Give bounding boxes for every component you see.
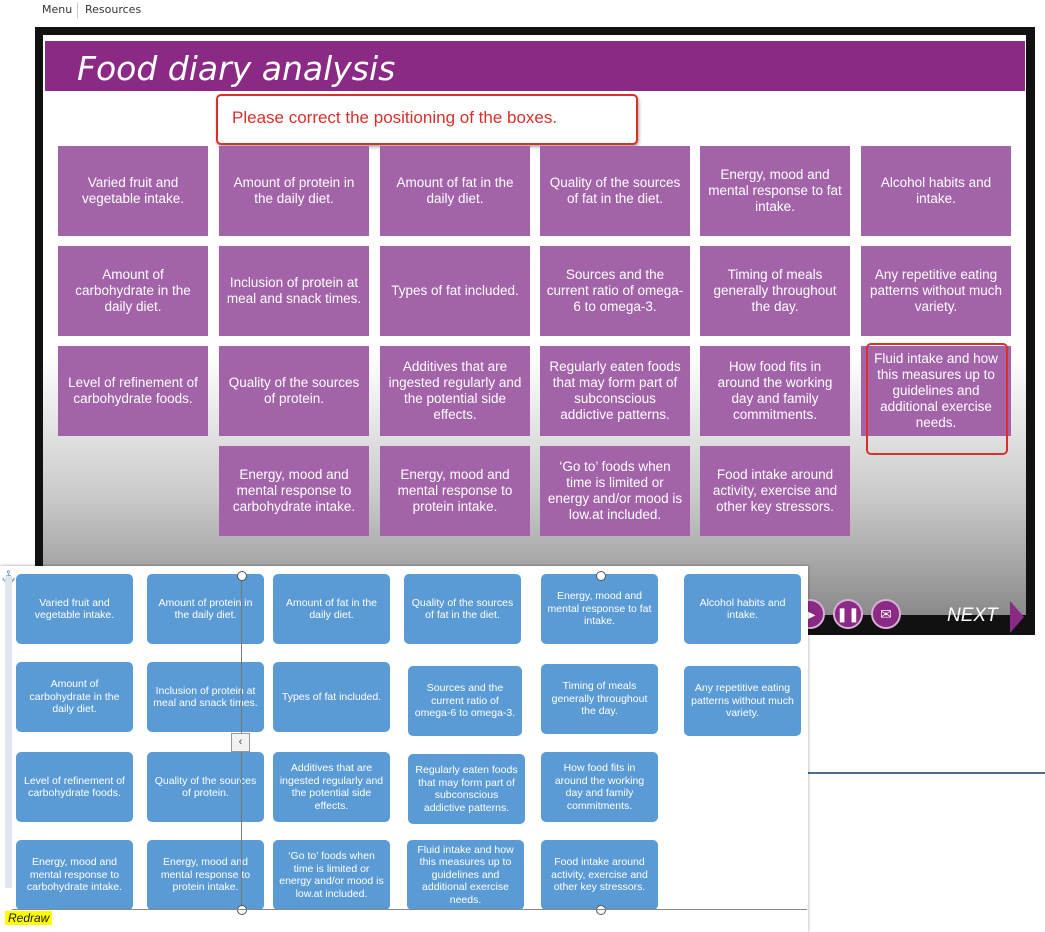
editor-shape-box[interactable]: Amount of carbohydrate in the daily diet… xyxy=(16,662,133,732)
editor-shape-box[interactable]: Level of refinement of carbohydrate food… xyxy=(16,752,133,822)
next-arrow-icon[interactable] xyxy=(1010,601,1024,633)
slide-drag-box[interactable]: ‘Go to’ foods when time is limited or en… xyxy=(540,446,690,536)
editor-shape-box[interactable]: Sources and the current ratio of omega-6… xyxy=(408,666,522,736)
slide-drag-box[interactable]: Any repetitive eating patterns without m… xyxy=(861,246,1011,336)
editor-shape-box[interactable]: ‘Go to’ foods when time is limited or en… xyxy=(273,840,390,910)
speech-bubble-icon[interactable]: ✉ xyxy=(871,599,901,629)
slide-canvas: Food diary analysis Please correct the p… xyxy=(43,35,1026,615)
editor-shape-box[interactable]: Timing of meals generally throughout the… xyxy=(541,664,658,734)
editor-shape-box[interactable]: Regularly eaten foods that may form part… xyxy=(408,754,525,824)
editor-shape-box[interactable]: Food intake around activity, exercise an… xyxy=(541,840,658,910)
editor-shape-box[interactable]: Additives that are ingested regularly an… xyxy=(273,752,390,822)
editor-shape-box[interactable]: Varied fruit and vegetable intake. xyxy=(16,574,133,644)
slide-drag-box[interactable]: How food fits in around the working day … xyxy=(700,346,850,436)
slide-player: Food diary analysis Please correct the p… xyxy=(35,27,1035,635)
divider-line xyxy=(808,772,1045,774)
slide-drag-box[interactable]: Amount of protein in the daily diet. xyxy=(219,146,369,236)
annotation-text: Please correct the positioning of the bo… xyxy=(232,108,558,127)
editor-shape-box[interactable]: Types of fat included. xyxy=(273,662,390,732)
slide-drag-box[interactable]: Energy, mood and mental response to fat … xyxy=(700,146,850,236)
editor-bottom-line xyxy=(12,909,807,910)
title-bar: Food diary analysis xyxy=(45,41,1025,91)
editor-shape-box[interactable]: Quality of the sources of protein. xyxy=(147,752,264,822)
slide-drag-box[interactable]: Energy, mood and mental response to carb… xyxy=(219,446,369,536)
resize-handle-top-left[interactable] xyxy=(237,571,247,581)
pause-icon[interactable]: ❚❚ xyxy=(833,599,863,629)
redraw-button[interactable]: Redraw xyxy=(5,911,53,925)
editor-shape-box[interactable]: Amount of fat in the daily diet. xyxy=(273,574,390,644)
editor-shape-box[interactable]: Quality of the sources of fat in the die… xyxy=(404,574,521,644)
slide-drag-box[interactable]: Alcohol habits and intake. xyxy=(861,146,1011,236)
editor-shape-box[interactable]: How food fits in around the working day … xyxy=(541,752,658,822)
editor-shape-box[interactable]: Energy, mood and mental response to carb… xyxy=(16,840,133,910)
editor-shape-box[interactable]: Inclusion of protein at meal and snack t… xyxy=(147,662,264,732)
slide-drag-box[interactable]: Types of fat included. xyxy=(380,246,530,336)
slide-drag-box[interactable]: Energy, mood and mental response to prot… xyxy=(380,446,530,536)
editor-shape-box[interactable]: Any repetitive eating patterns without m… xyxy=(684,666,801,736)
slide-drag-box[interactable]: Quality of the sources of fat in the die… xyxy=(540,146,690,236)
resources-tab[interactable]: Resources xyxy=(85,3,142,16)
next-button[interactable]: NEXT xyxy=(947,605,998,626)
slide-drag-box[interactable]: Quality of the sources of protein. xyxy=(219,346,369,436)
slide-drag-box[interactable]: Fluid intake and how this measures up to… xyxy=(861,346,1011,436)
editor-shape-box[interactable]: Energy, mood and mental response to prot… xyxy=(147,840,264,910)
annotation-callout: Please correct the positioning of the bo… xyxy=(216,94,638,145)
highlight-box xyxy=(866,343,1008,455)
slide-drag-box[interactable]: Timing of meals generally throughout the… xyxy=(700,246,850,336)
menu-divider xyxy=(77,2,78,18)
slide-title: Food diary analysis xyxy=(77,49,396,88)
selection-frame[interactable] xyxy=(241,575,602,909)
slide-drag-box[interactable]: Additives that are ingested regularly an… xyxy=(380,346,530,436)
editor-shape-box[interactable]: Amount of protein in the daily diet. xyxy=(147,574,264,644)
slide-drag-box[interactable]: Inclusion of protein at meal and snack t… xyxy=(219,246,369,336)
slide-drag-box[interactable]: Level of refinement of carbohydrate food… xyxy=(58,346,208,436)
slide-drag-box[interactable]: Amount of fat in the daily diet. xyxy=(380,146,530,236)
slide-drag-box[interactable]: Varied fruit and vegetable intake. xyxy=(58,146,208,236)
slide-drag-box[interactable]: Regularly eaten foods that may form part… xyxy=(540,346,690,436)
editor-shape-box[interactable]: Alcohol habits and intake. xyxy=(684,574,801,644)
resize-handle-bottom-right[interactable] xyxy=(596,905,606,915)
slide-drag-box[interactable]: Sources and the current ratio of omega-6… xyxy=(540,246,690,336)
smartart-editor: ⚓ Varied fruit and vegetable intake.Amou… xyxy=(0,566,808,932)
menu-tab[interactable]: Menu xyxy=(42,3,73,16)
resize-handle-top-right[interactable] xyxy=(596,571,606,581)
editor-shape-box[interactable]: Energy, mood and mental response to fat … xyxy=(541,574,658,644)
collapse-pane-button[interactable]: ‹ xyxy=(231,733,250,752)
resize-handle-bottom-left[interactable] xyxy=(237,905,247,915)
slide-drag-box[interactable]: Amount of carbohydrate in the daily diet… xyxy=(58,246,208,336)
slide-drag-box[interactable]: Food intake around activity, exercise an… xyxy=(700,446,850,536)
editor-left-edge xyxy=(5,576,12,888)
top-menu-bar: Menu Resources xyxy=(0,0,1045,22)
editor-shape-box[interactable]: Fluid intake and how this measures up to… xyxy=(407,840,524,910)
